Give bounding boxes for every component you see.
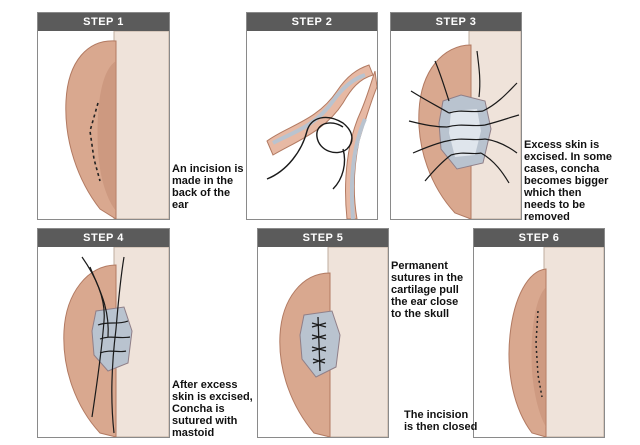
ear-shadow: [97, 61, 116, 211]
step-6-panel: STEP 6: [473, 228, 605, 438]
step-6-illustration: [508, 247, 604, 437]
step-5-header: STEP 5: [258, 229, 388, 247]
step-2-illustration: [266, 64, 377, 219]
skull-surface: [543, 247, 604, 437]
step-4-panel: STEP 4: [37, 228, 170, 438]
ear-shadow: [531, 287, 546, 427]
sutures: [81, 256, 131, 434]
step-3-header: STEP 3: [391, 13, 521, 31]
skull-surface: [113, 31, 169, 219]
ear-shape: [508, 268, 547, 437]
excised-highlight: [449, 109, 481, 157]
step-5-panel: STEP 5: [257, 228, 389, 438]
incision-line: [89, 102, 101, 182]
step-1-caption: An incision is made in the back of the e…: [172, 163, 244, 211]
step-5-illustration: [279, 247, 388, 437]
excised-area: [299, 310, 341, 378]
step-1-panel: STEP 1: [37, 12, 170, 220]
step-4-illustration: [63, 247, 169, 437]
step-4-caption: After excess skin is excised, Concha is …: [172, 379, 253, 439]
suture-loop: [266, 116, 353, 180]
step-3-caption: Excess skin is excised. In some cases, c…: [524, 139, 613, 223]
sutures: [408, 50, 520, 184]
mastoid-cartilage: [349, 118, 367, 219]
ear-shape: [63, 264, 117, 437]
step-1-illustration: [65, 31, 169, 219]
closed-incision: [535, 310, 543, 398]
step-6-header: STEP 6: [474, 229, 604, 247]
step-6-caption: The incision is then closed: [404, 409, 478, 433]
step-2-header: STEP 2: [247, 13, 377, 31]
step-4-header: STEP 4: [38, 229, 169, 247]
step-2-panel: STEP 2: [246, 12, 378, 220]
closed-sutures: [311, 316, 327, 372]
step-3-panel: STEP 3: [390, 12, 522, 220]
step-3-illustration: [408, 31, 521, 219]
cartilage-layer: [272, 73, 366, 145]
step-1-header: STEP 1: [38, 13, 169, 31]
suture-tail: [332, 148, 346, 190]
step-5-caption: Permanent sutures in the cartilage pull …: [391, 260, 464, 320]
